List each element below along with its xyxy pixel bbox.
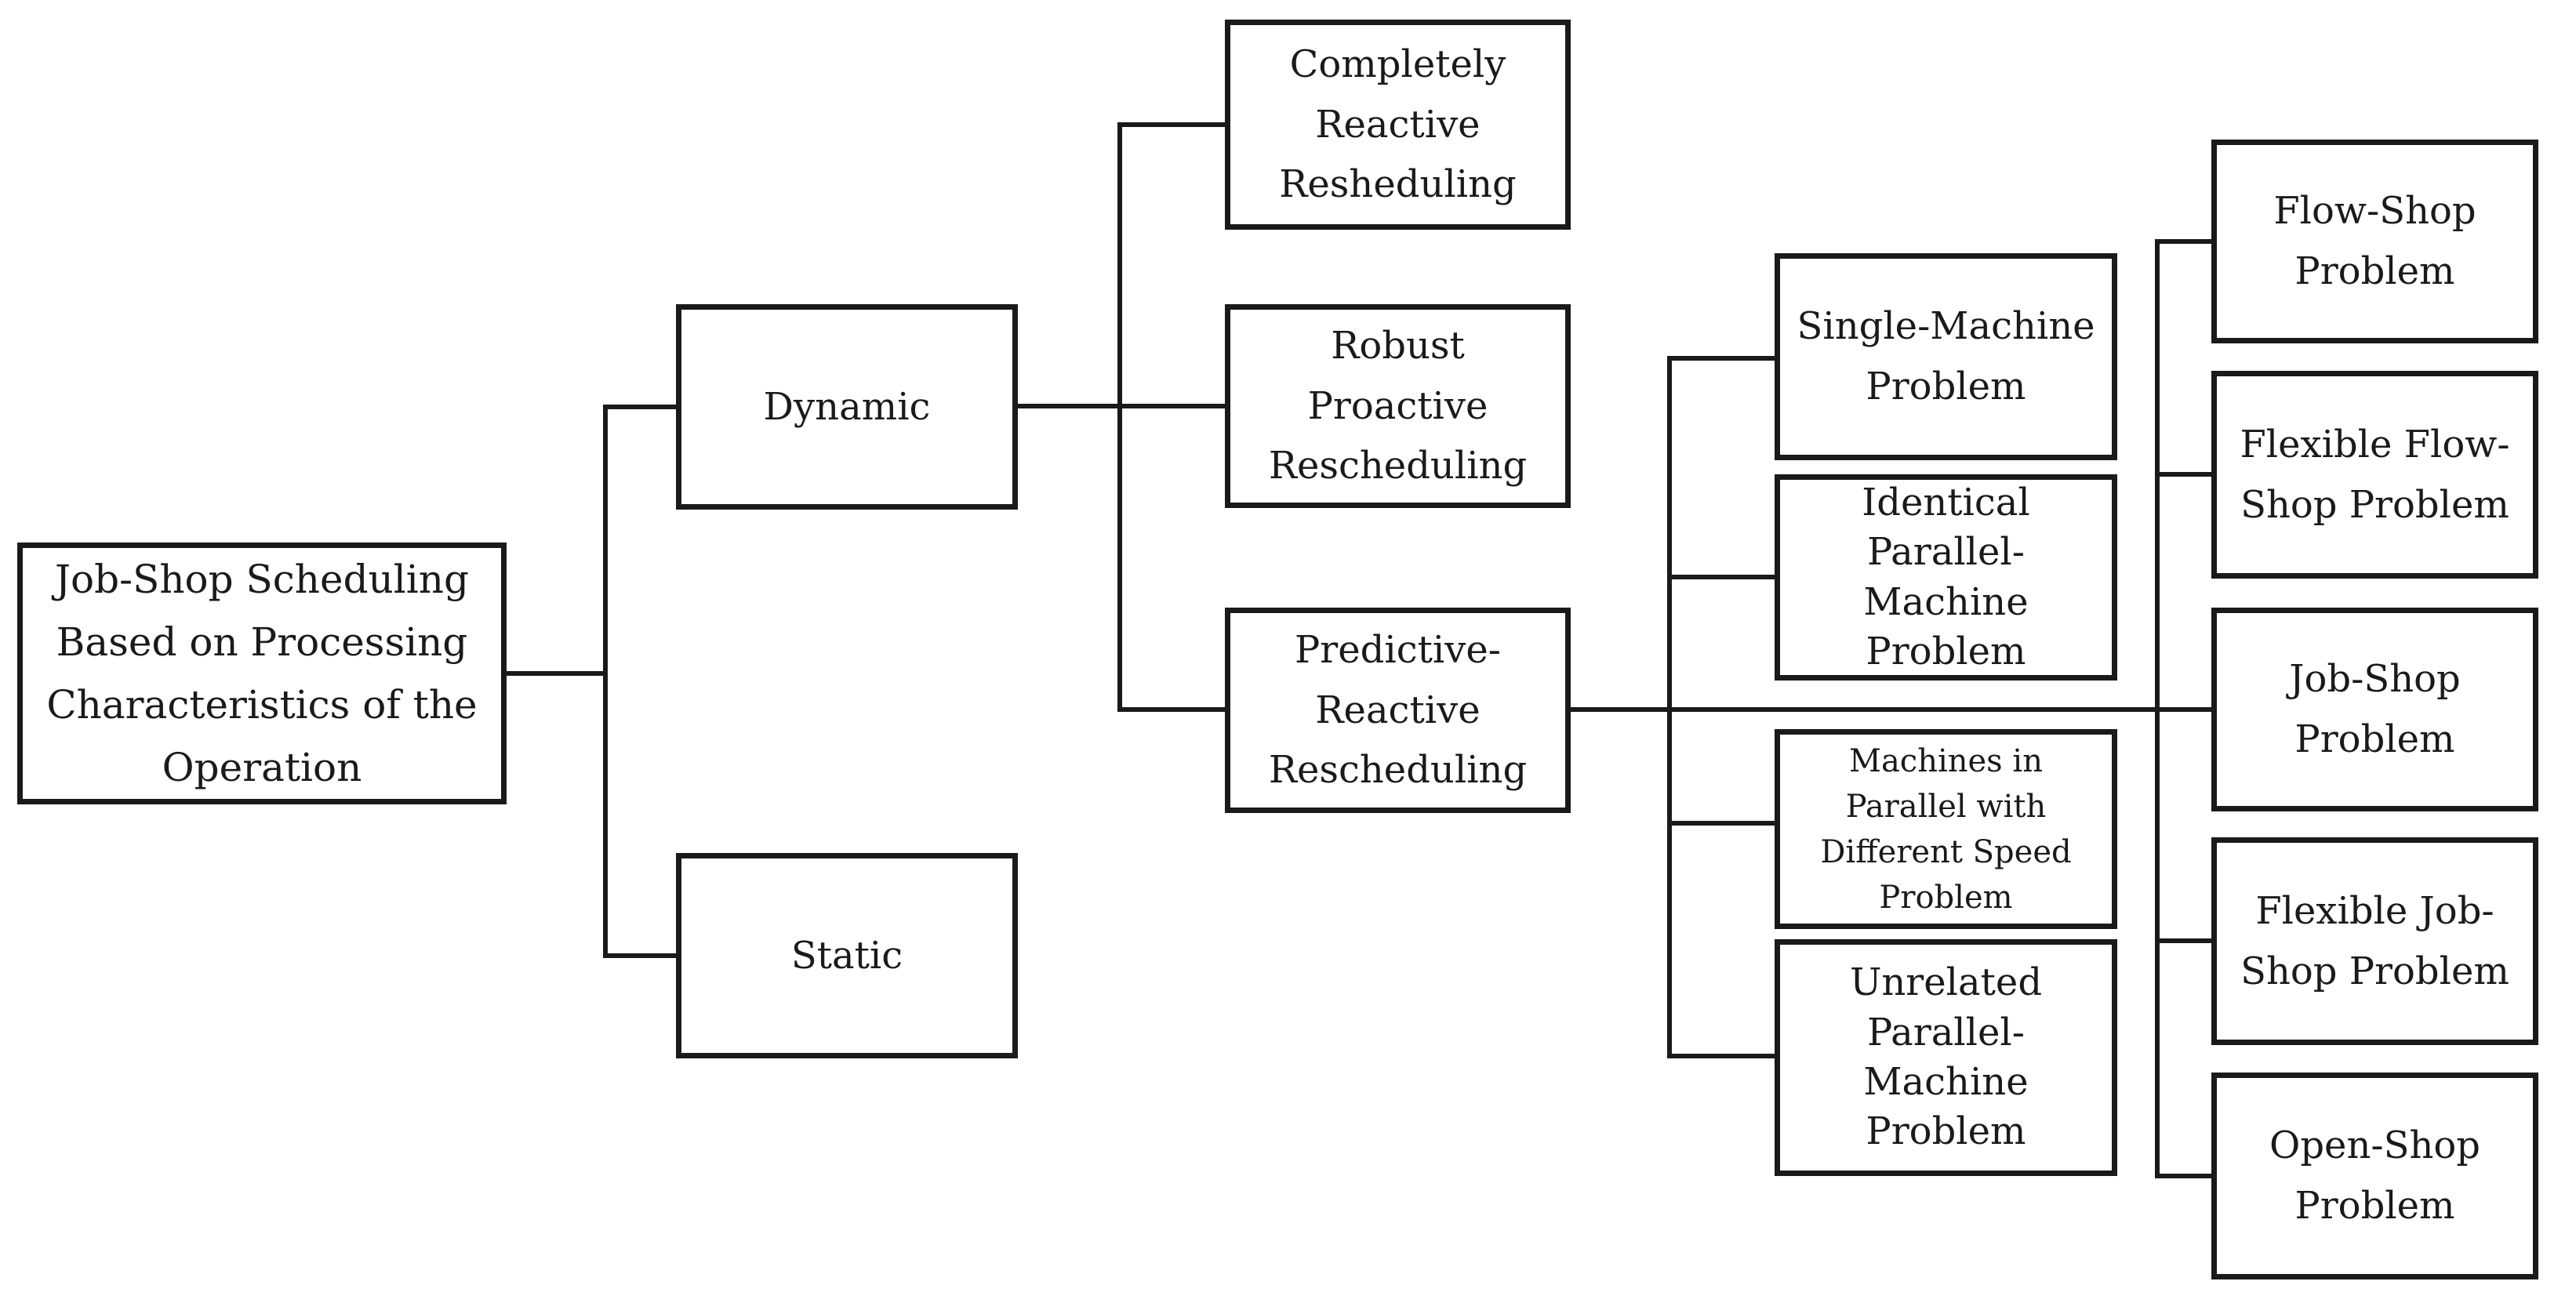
connector-to-completely-reactive (1120, 122, 1225, 127)
connector-trunk-level1 (603, 405, 608, 958)
connector-trunk-machine-problems (1667, 356, 1672, 1058)
connector-trunk-shop-problems (2155, 239, 2160, 1178)
connector-to-identical-parallel (1669, 575, 1775, 579)
connector-to-flexible-job-shop (2157, 938, 2211, 943)
connector-predictive-to-jobshop (1571, 707, 2211, 712)
node-static: Static (676, 853, 1018, 1058)
connector-to-machines-parallel (1669, 821, 1775, 826)
connector-trunk-level2 (1117, 122, 1122, 712)
connector-root-stub (507, 671, 605, 676)
node-completely-reactive-resheduling: Completely Reactive Resheduling (1225, 20, 1571, 230)
connector-to-open-shop (2157, 1174, 2211, 1178)
connector-to-dynamic (605, 405, 676, 409)
node-job-shop-problem: Job-Shop Problem (2211, 608, 2538, 811)
node-identical-parallel-machine-problem: Identical Parallel- Machine Problem (1775, 474, 2117, 681)
connector-to-flexible-flow-shop (2157, 472, 2211, 477)
node-flexible-flow-shop-problem: Flexible Flow- Shop Problem (2211, 371, 2538, 579)
connector-to-unrelated-parallel (1669, 1054, 1775, 1058)
connector-to-predictive-reactive (1120, 707, 1225, 712)
connector-to-flow-shop (2157, 239, 2211, 244)
node-single-machine-problem: Single-Machine Problem (1775, 253, 2117, 460)
node-root: Job-Shop Scheduling Based on Processing … (17, 543, 507, 804)
node-predictive-reactive-rescheduling: Predictive- Reactive Rescheduling (1225, 608, 1571, 813)
connector-to-static (605, 953, 676, 958)
node-unrelated-parallel-machine-problem: Unrelated Parallel- Machine Problem (1775, 939, 2117, 1176)
node-machines-in-parallel-different-speed-problem: Machines in Parallel with Different Spee… (1775, 729, 2117, 929)
node-flexible-job-shop-problem: Flexible Job- Shop Problem (2211, 837, 2538, 1045)
connector-to-single-machine (1669, 356, 1775, 361)
node-flow-shop-problem: Flow-Shop Problem (2211, 140, 2538, 343)
node-dynamic: Dynamic (676, 304, 1018, 510)
node-open-shop-problem: Open-Shop Problem (2211, 1073, 2538, 1279)
node-robust-proactive-rescheduling: Robust Proactive Rescheduling (1225, 304, 1571, 508)
